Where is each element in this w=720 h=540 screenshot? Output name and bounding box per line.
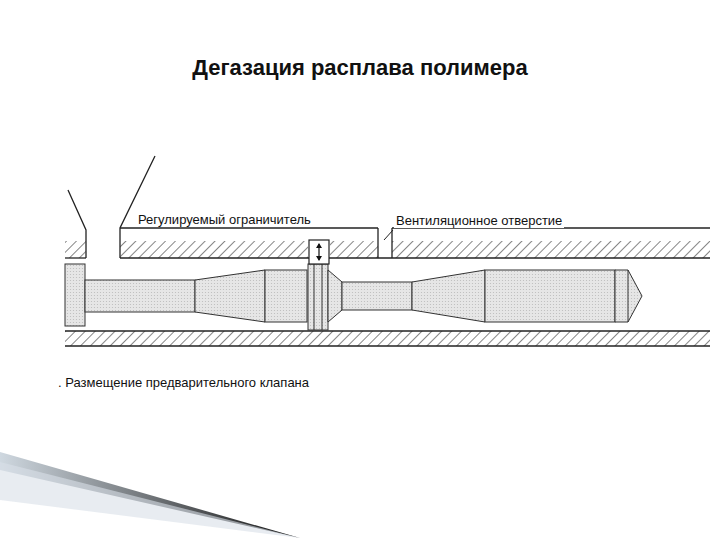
title: Дегазация расплава полимера: [0, 55, 720, 81]
part-label: Вентиляционное отверстие: [394, 213, 564, 228]
part-label: Регулируемый ограничитель: [136, 212, 313, 227]
caption: . Размещение предварительного клапана: [58, 375, 309, 390]
